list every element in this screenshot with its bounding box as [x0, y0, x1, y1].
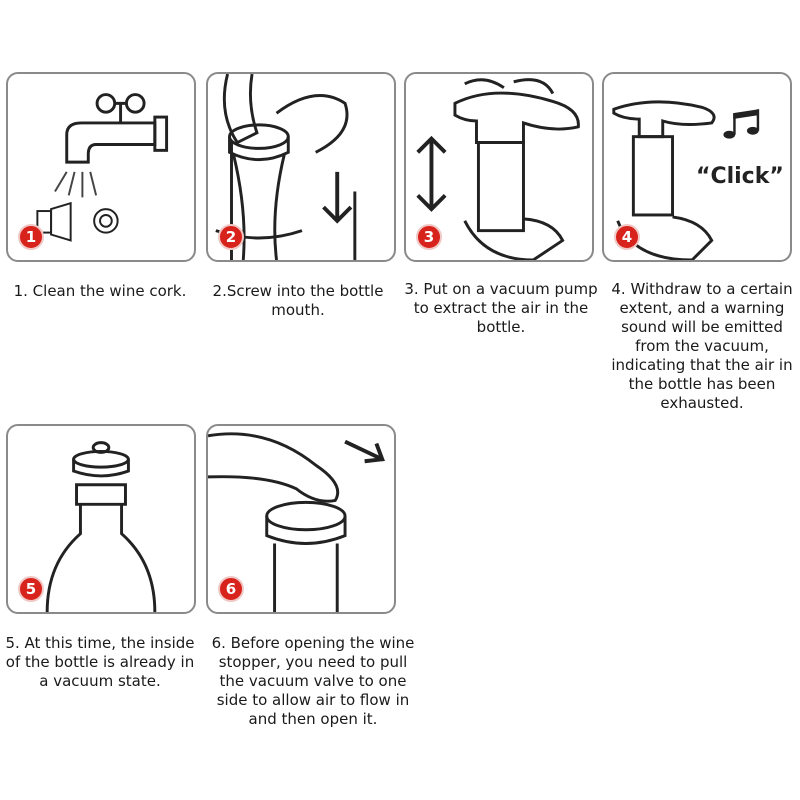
- step-5-panel: 5: [6, 424, 196, 614]
- step-6-badge: 6: [218, 576, 244, 602]
- pump-illustration: [416, 78, 580, 260]
- step-1-panel: 1: [6, 72, 196, 262]
- step-5-caption: 5. At this time, the inside of the bottl…: [5, 634, 195, 690]
- step-6-panel: 6: [206, 424, 396, 614]
- step-2-badge: 2: [218, 224, 244, 250]
- step-3-panel: 3: [404, 72, 594, 262]
- right-arrow-icon: [344, 439, 385, 464]
- faucet-illustration: [36, 93, 169, 242]
- step-1-badge: 1: [18, 224, 44, 250]
- click-sound-label: “Click”: [696, 164, 784, 189]
- down-arrow-icon: [322, 171, 353, 224]
- step-4-caption: 4. Withdraw to a certain extent, and a w…: [611, 280, 793, 412]
- step-4-badge: 4: [614, 224, 640, 250]
- release-valve-illustration: [208, 432, 385, 612]
- step-4-panel: “Click” 4: [602, 72, 792, 262]
- step-2-panel: 2: [206, 72, 396, 262]
- step-1-caption: 1. Clean the wine cork.: [13, 282, 187, 300]
- faucet-icon: [65, 93, 169, 164]
- step-3-badge: 3: [416, 224, 442, 250]
- step-6-caption: 6. Before opening the wine stopper, you …: [211, 634, 415, 728]
- cork-parts-icon: [36, 201, 119, 242]
- up-down-arrow-icon: [416, 135, 447, 212]
- step-5-badge: 5: [18, 576, 44, 602]
- sealed-bottle-illustration: [45, 441, 157, 612]
- music-notes-icon: [723, 109, 760, 139]
- step-3-caption: 3. Put on a vacuum pump to extract the a…: [404, 280, 598, 336]
- step-2-caption: 2.Screw into the bottle mouth.: [212, 282, 384, 319]
